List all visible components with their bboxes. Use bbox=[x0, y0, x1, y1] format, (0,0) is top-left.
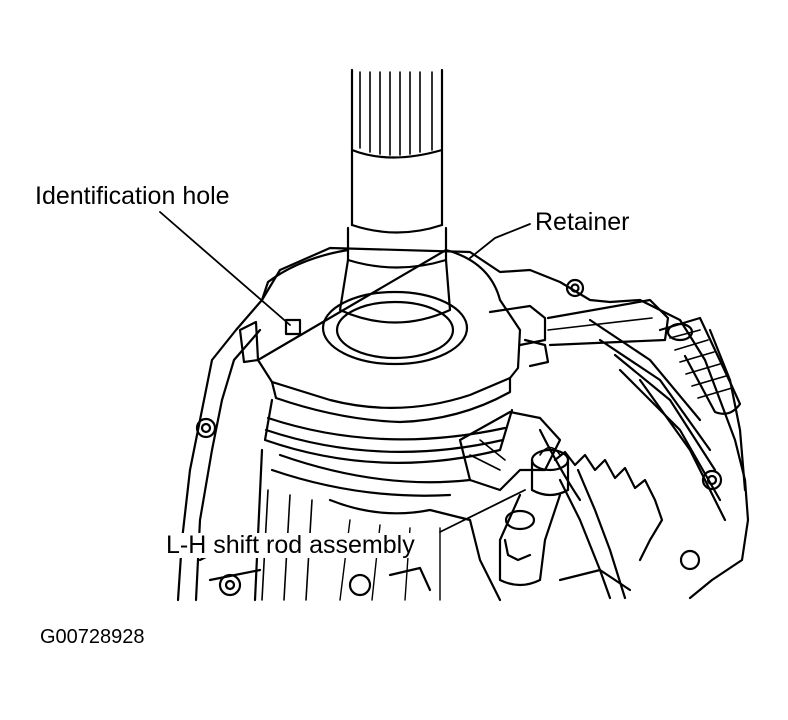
callout-lh-shift-rod: L-H shift rod assembly bbox=[166, 531, 415, 559]
figure-id: G00728928 bbox=[40, 626, 145, 648]
identification-hole bbox=[284, 318, 302, 336]
clutch-drum bbox=[263, 398, 514, 464]
bolt-boss bbox=[195, 417, 217, 439]
shift-lever bbox=[546, 298, 670, 347]
shift-rod bbox=[530, 458, 570, 497]
bolt-boss bbox=[570, 283, 580, 293]
gear-teeth bbox=[553, 450, 664, 562]
bolt-boss bbox=[679, 549, 701, 571]
leader-identification-hole bbox=[159, 211, 291, 326]
retainer-plate bbox=[256, 248, 522, 409]
bolt-boss bbox=[224, 579, 236, 591]
bolt-boss bbox=[701, 469, 723, 491]
bolt-boss bbox=[565, 278, 585, 298]
detent-plug bbox=[658, 316, 742, 415]
bolt-boss bbox=[200, 422, 212, 434]
leader-retainer bbox=[469, 223, 531, 259]
callout-identification-hole: Identification hole bbox=[35, 182, 230, 210]
shaft-spline bbox=[350, 68, 444, 159]
center-bore bbox=[321, 290, 469, 366]
shaft-body bbox=[350, 148, 444, 227]
callout-retainer: Retainer bbox=[535, 208, 630, 236]
leader-shift-rod bbox=[439, 489, 526, 533]
